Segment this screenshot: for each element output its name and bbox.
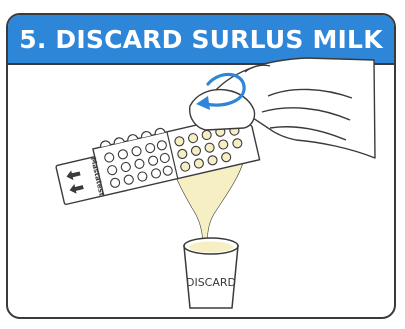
cup-label: DISCARD — [186, 276, 236, 289]
discard-cup: DISCARD — [184, 238, 238, 308]
